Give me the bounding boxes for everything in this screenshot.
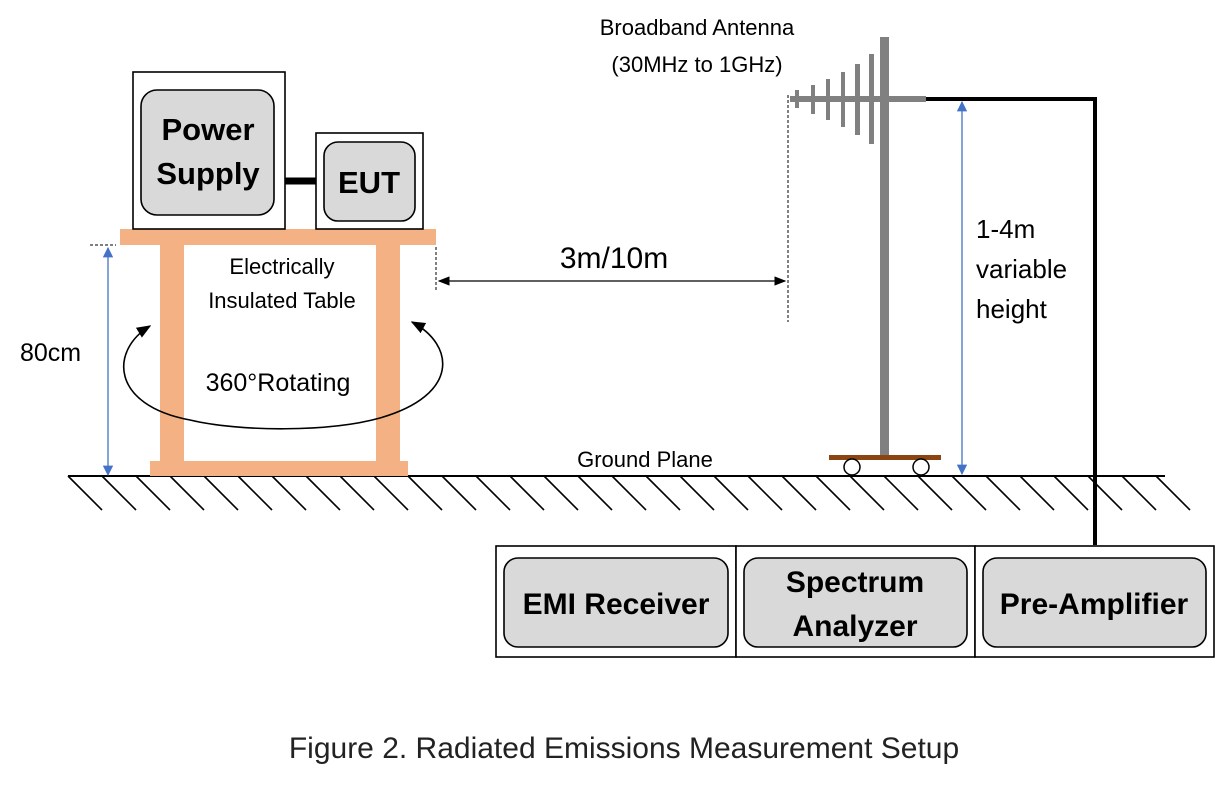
cart-platform — [829, 455, 941, 460]
power-supply-box — [140, 89, 275, 216]
emi-receiver-box — [503, 557, 729, 648]
ground-hatch-mark — [271, 475, 307, 511]
ground-hatch-mark — [917, 475, 953, 511]
ground-hatch-mark — [577, 475, 613, 511]
table-leg-left — [160, 245, 184, 463]
table-leg-right — [376, 245, 400, 463]
rotation-label: 360°Rotating — [206, 369, 351, 397]
spectrum-analyzer-label-line2: Analyzer — [792, 610, 917, 643]
emi-receiver-label: EMI Receiver — [523, 588, 710, 621]
broadband-antenna-icon — [790, 37, 926, 456]
ground-hatch-mark — [67, 475, 103, 511]
ground-hatch-mark — [373, 475, 409, 511]
antenna-cart — [829, 455, 941, 476]
ground-hatch-mark — [781, 475, 817, 511]
ground-hatch-mark — [543, 475, 579, 511]
antenna-mast — [880, 37, 889, 456]
antenna-element — [811, 85, 815, 114]
ground-hatch-mark — [407, 475, 443, 511]
eut-box — [323, 141, 416, 222]
pre-amplifier-box — [982, 557, 1207, 648]
insulated-table — [120, 229, 436, 476]
ground-hatch-mark — [203, 475, 239, 511]
ground-hatch-mark — [101, 475, 137, 511]
ground-hatch-mark — [713, 475, 749, 511]
table-label-line2: Insulated Table — [208, 288, 356, 313]
cart-wheel — [912, 458, 930, 476]
power-supply-label-line1: Power — [161, 112, 254, 147]
ground-hatch-mark — [441, 475, 477, 511]
antenna-name-label: Broadband Antenna — [600, 15, 795, 40]
ground-hatch-mark — [169, 475, 205, 511]
antenna-cable — [926, 97, 1097, 545]
rotation-arrow-icon — [122, 321, 444, 430]
power-supply-label-line2: Supply — [156, 156, 260, 191]
ground-hatch-mark — [1053, 475, 1089, 511]
ground-hatch-mark — [951, 475, 987, 511]
ground-hatch-mark — [611, 475, 647, 511]
distance-label: 3m/10m — [560, 242, 668, 275]
ground-hatch-mark — [985, 475, 1021, 511]
antenna-element — [869, 54, 874, 144]
ground-hatch-mark — [679, 475, 715, 511]
antenna-height-line1: 1-4m — [976, 214, 1035, 244]
eut-label: EUT — [338, 165, 400, 200]
pre-amplifier-label: Pre-Amplifier — [1000, 588, 1189, 621]
spectrum-analyzer-box — [743, 557, 968, 648]
spectrum-analyzer-label-line1: Spectrum — [786, 566, 924, 599]
antenna-range-label: (30MHz to 1GHz) — [611, 52, 782, 77]
ground-hatch-mark — [305, 475, 341, 511]
antenna-height-line3: height — [976, 294, 1048, 324]
ground-hatch-mark — [1155, 475, 1191, 511]
ground-plane-label: Ground Plane — [577, 447, 713, 472]
ground-hatch-mark — [237, 475, 273, 511]
antenna-element — [826, 79, 830, 120]
ground-hatch-mark — [475, 475, 511, 511]
ground-hatch-mark — [645, 475, 681, 511]
ground-hatch-mark — [1121, 475, 1157, 511]
antenna-element — [855, 64, 860, 135]
ground-hatch-mark — [339, 475, 375, 511]
ground-plane — [67, 475, 1191, 511]
ground-hatch-mark — [509, 475, 545, 511]
antenna-height-line2: variable — [976, 254, 1067, 284]
ground-hatch-mark — [815, 475, 851, 511]
table-height-label: 80cm — [20, 339, 81, 367]
table-label-line1: Electrically — [229, 254, 334, 279]
table-base — [150, 461, 408, 476]
ground-hatch-mark — [883, 475, 919, 511]
table-top — [120, 229, 436, 245]
ground-hatch-mark — [135, 475, 171, 511]
ground-hatch-mark — [1019, 475, 1055, 511]
cart-wheel — [843, 458, 861, 476]
antenna-element — [795, 90, 799, 108]
ground-hatch-mark — [849, 475, 885, 511]
figure-caption: Figure 2. Radiated Emissions Measurement… — [289, 732, 959, 765]
antenna-element — [841, 72, 845, 127]
ground-hatch-mark — [747, 475, 783, 511]
ground-hatch-icon — [67, 475, 1191, 511]
